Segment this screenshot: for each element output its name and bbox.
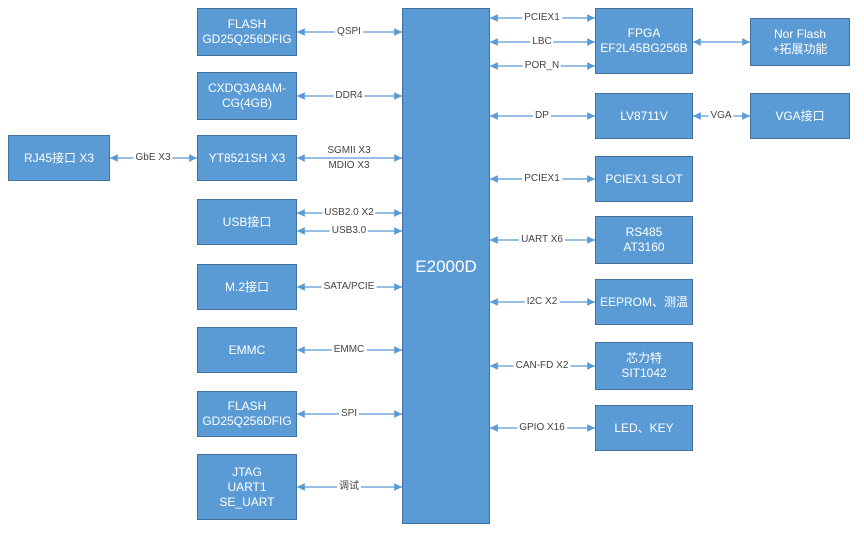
flash-spi-line2: GD25Q256DFIG <box>202 414 292 428</box>
link-label-dp: DP <box>533 110 551 122</box>
link-label-vga: VGA <box>708 110 734 122</box>
link-label-sgmii: SGMII X3 <box>327 145 371 156</box>
rj45-label: RJ45接口 X3 <box>23 150 95 165</box>
link-label-uart: UART X6 <box>519 234 565 246</box>
ddr-memory-box: CXDQ3A8AM- CG(4GB) <box>197 72 297 120</box>
sit1042-line2: SIT1042 <box>621 366 667 380</box>
usb-label: USB接口 <box>222 214 272 229</box>
flash-qspi-box: FLASH GD25Q256DFIG <box>197 8 297 56</box>
link-label-pciex1-fpga: PCIEX1 <box>522 12 562 24</box>
rs485-line1: RS485 <box>625 225 663 239</box>
led-key-box: LED、KEY <box>595 405 693 451</box>
link-label-gpio: GPIO X16 <box>517 422 567 434</box>
fpga-line2: EF2L45BG256B <box>600 41 688 55</box>
emmc-label: EMMC <box>228 342 266 357</box>
lv8711-label: LV8711V <box>620 108 668 123</box>
link-label-usb20: USB2.0 X2 <box>322 207 376 219</box>
nor-flash-line2: +拓展功能 <box>772 42 828 56</box>
ethernet-phy-box: YT8521SH X3 <box>197 135 297 181</box>
flash-qspi-line1: FLASH <box>227 17 267 31</box>
debug-line3: SE_UART <box>219 494 275 509</box>
debug-line1: JTAG <box>232 464 262 479</box>
link-label-emmc: EMMC <box>331 344 367 356</box>
pcie-slot-label: PCIEX1 SLOT <box>605 171 683 186</box>
pcie-slot-box: PCIEX1 SLOT <box>595 156 693 202</box>
link-label-gbe: GbE X3 <box>133 152 173 164</box>
link-label-mdio: MDIO X3 <box>328 160 370 171</box>
vga-label: VGA接口 <box>775 108 825 123</box>
sit1042-box: 芯力特 SIT1042 <box>595 342 693 390</box>
rs485-line2: AT3160 <box>623 240 665 254</box>
flash-qspi-line2: GD25Q256DFIG <box>202 32 292 46</box>
fpga-line1: FPGA <box>627 26 661 40</box>
lv8711-box: LV8711V <box>595 93 693 139</box>
debug-line2: UART1 <box>227 479 267 494</box>
nor-flash-box: Nor Flash +拓展功能 <box>750 18 850 66</box>
ddr-line2: CG(4GB) <box>221 96 272 110</box>
link-label-sata-pcie: SATA/PCIE <box>321 281 377 293</box>
vga-box: VGA接口 <box>750 93 850 139</box>
fpga-box: FPGA EF2L45BG256B <box>595 8 693 74</box>
nor-flash-line1: Nor Flash <box>773 27 826 41</box>
link-label-qspi: QSPI <box>335 26 363 38</box>
cpu-label: E2000D <box>415 256 477 276</box>
rs485-box: RS485 AT3160 <box>595 216 693 264</box>
cpu-box-e2000d: E2000D <box>402 8 490 524</box>
link-label-debug: 调试 <box>337 481 361 493</box>
link-label-i2c: I2C X2 <box>524 296 560 308</box>
ddr-line1: CXDQ3A8AM- <box>207 81 287 95</box>
rj45-box: RJ45接口 X3 <box>8 135 110 181</box>
usb-box: USB接口 <box>197 199 297 245</box>
flash-spi-box: FLASH GD25Q256DFIG <box>197 391 297 437</box>
link-label-lbc: LBC <box>530 36 554 48</box>
eeprom-label: EEPROM、测温 <box>599 294 688 309</box>
phy-label: YT8521SH X3 <box>208 150 286 165</box>
eeprom-box: EEPROM、测温 <box>595 279 693 325</box>
led-key-label: LED、KEY <box>614 420 674 435</box>
link-label-canfd: CAN-FD X2 <box>513 360 571 372</box>
link-label-spi: SPI <box>338 408 360 420</box>
debug-box: JTAG UART1 SE_UART <box>197 454 297 520</box>
sit1042-line1: 芯力特 <box>625 351 662 365</box>
m2-label: M.2接口 <box>224 279 269 294</box>
link-label-usb30: USB3.0 <box>329 225 369 237</box>
emmc-box: EMMC <box>197 327 297 373</box>
flash-spi-line1: FLASH <box>227 399 267 413</box>
link-label-ddr4: DDR4 <box>333 90 365 102</box>
link-label-por-n: POR_N <box>522 60 562 72</box>
m2-box: M.2接口 <box>197 264 297 310</box>
link-label-pciex1-slot: PCIEX1 <box>522 173 562 185</box>
